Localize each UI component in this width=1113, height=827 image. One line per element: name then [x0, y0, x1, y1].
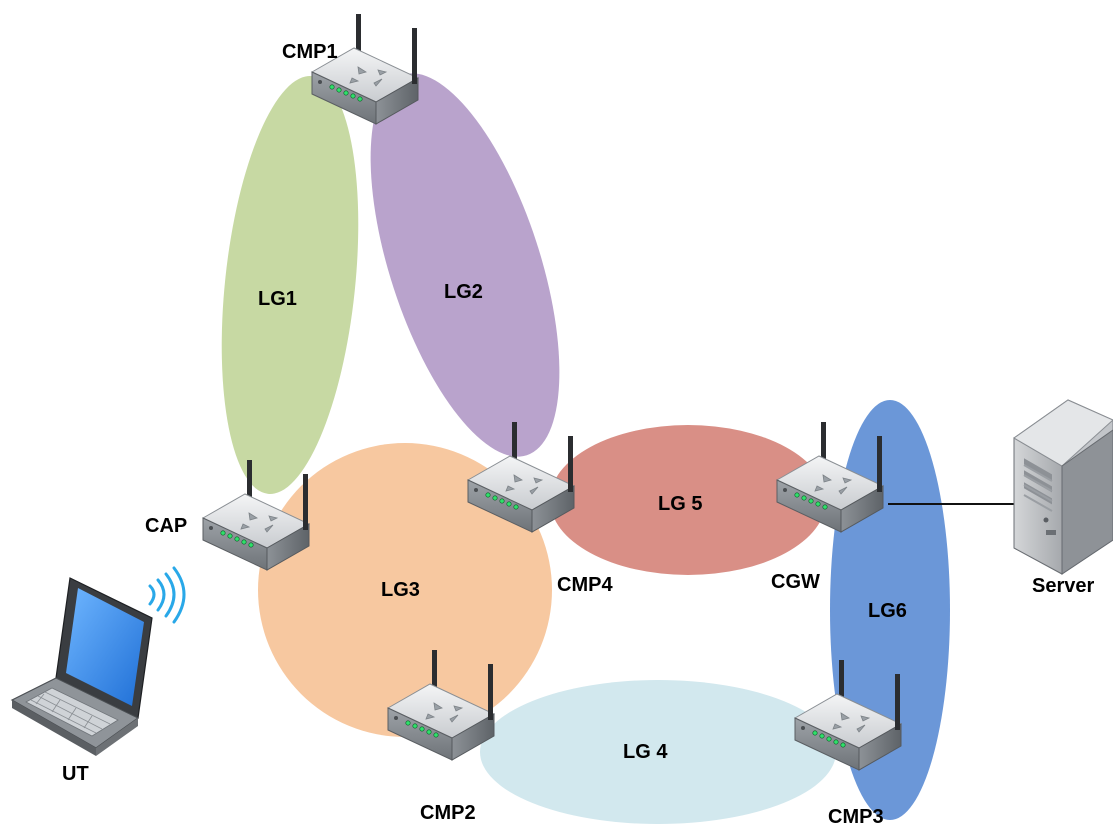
- cmp4-label: CMP4: [557, 574, 613, 596]
- ut-label: UT: [62, 763, 89, 785]
- cmp2-label: CMP2: [420, 802, 476, 824]
- cap-label: CAP: [145, 515, 187, 537]
- cmp1-label: CMP1: [282, 41, 338, 63]
- link-group-lg2-area: [370, 73, 560, 457]
- lg5-label: LG 5: [658, 493, 702, 515]
- lg2-label: LG2: [444, 281, 483, 303]
- link-group-lg3-area: [258, 443, 552, 737]
- server-label: Server: [1032, 575, 1094, 597]
- server-tower-icon: [1013, 399, 1113, 575]
- link-group-lg5-area: [550, 425, 826, 575]
- lg3-label: LG3: [381, 579, 420, 601]
- link-group-lg4-area: [480, 680, 836, 824]
- cgw-label: CGW: [771, 571, 820, 593]
- lg6-label: LG6: [868, 600, 907, 622]
- wifi-signal-icon: [148, 566, 186, 624]
- link-group-lg1-area: [221, 76, 359, 494]
- laptop-icon: [10, 577, 153, 756]
- lg1-label: LG1: [258, 288, 297, 310]
- cmp3-label: CMP3: [828, 806, 884, 827]
- lg4-label: LG 4: [623, 741, 668, 763]
